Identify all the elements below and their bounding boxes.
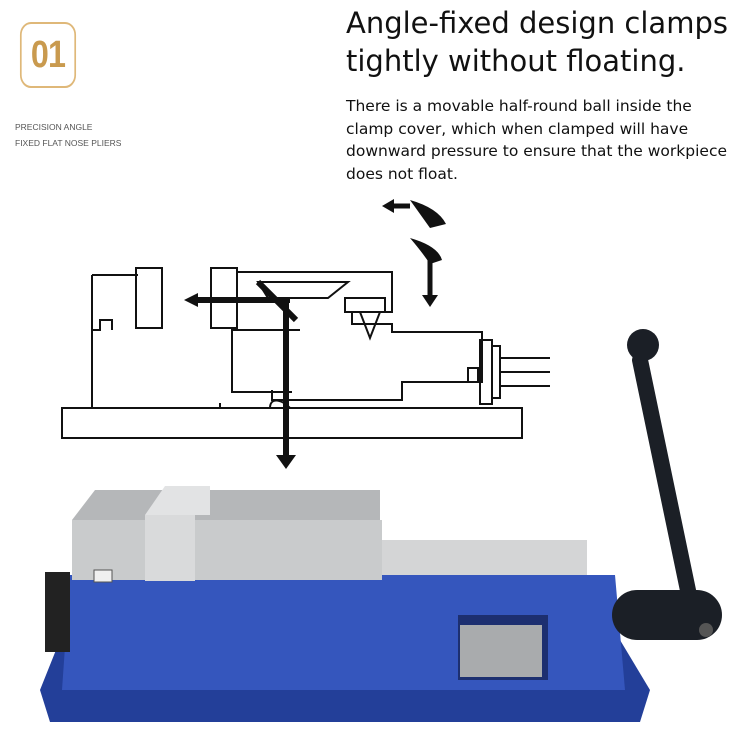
- vise-photo: [40, 329, 722, 722]
- description: There is a movable half-round ball insid…: [346, 97, 727, 183]
- force-arrows: [184, 199, 446, 469]
- subtitle-line-2: FIXED FLAT NOSE PLIERS: [15, 138, 122, 148]
- subtitle-line-1: PRECISION ANGLE: [15, 122, 93, 132]
- step-number: 01: [30, 33, 66, 76]
- clamp-schematic-diagram: [61, 267, 550, 439]
- heading: Angle-fixed design clamps tightly withou…: [346, 6, 728, 78]
- step-number-badge: 01: [19, 22, 77, 88]
